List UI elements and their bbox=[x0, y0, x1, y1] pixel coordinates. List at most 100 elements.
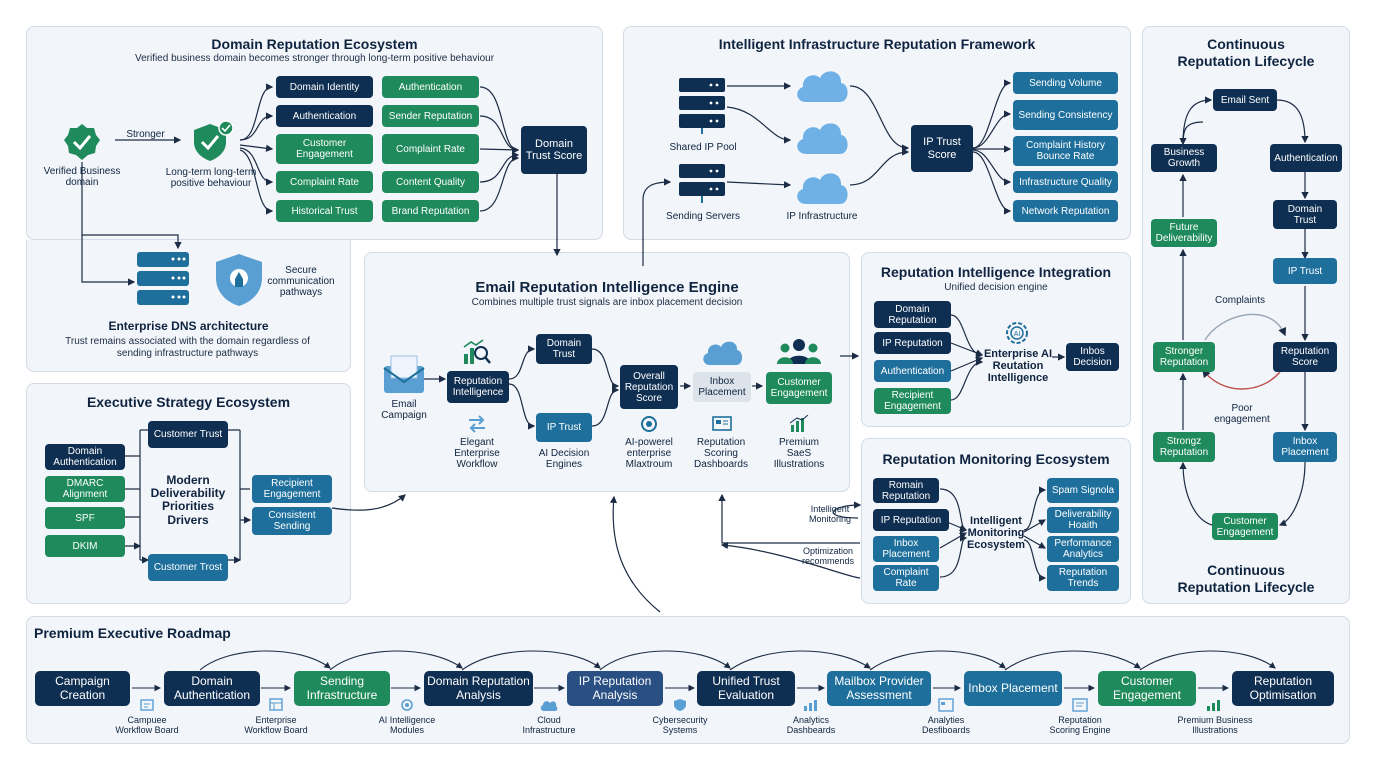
mon-inbox-placement-node[interactable]: Inbox Placement bbox=[873, 536, 939, 562]
domain-eco-subtitle: Verified business domain becomes stronge… bbox=[134, 53, 495, 64]
engine-ip-trust-node[interactable]: IP Trust bbox=[536, 413, 592, 442]
mon-deliverability-node[interactable]: Deliverability Hoaith bbox=[1047, 507, 1119, 533]
secure-label: Secure communication pathways bbox=[267, 265, 335, 298]
lifecycle-title-text: Continuous Reputation Lifecycle bbox=[1177, 36, 1315, 69]
mon-performance-node[interactable]: Performance Analytics bbox=[1047, 536, 1119, 562]
historical-trust-node[interactable]: Historical Trust bbox=[276, 200, 373, 222]
exec-dmarc-node[interactable]: DMARC Alignment bbox=[45, 476, 125, 502]
brand-reputation-node[interactable]: Brand Reputation bbox=[382, 200, 479, 222]
engine-subtitle: Combines multiple trust signals are inbo… bbox=[471, 297, 743, 308]
ai-module-icon bbox=[401, 699, 413, 711]
authentication-right-node[interactable]: Authentication bbox=[382, 76, 479, 98]
longterm-label: Long-term long-term positive behaviour bbox=[165, 167, 257, 189]
ai-chip-icon bbox=[641, 416, 657, 432]
rm-step-mailbox-provider-assessment[interactable]: Mailbox Provider Assessment bbox=[827, 671, 931, 706]
complaint-rate-node[interactable]: Complaint Rate bbox=[276, 171, 373, 193]
customer-engagement-node[interactable]: Customer Engagement bbox=[276, 134, 373, 164]
lc-reputation-score[interactable]: Reputation Score bbox=[1273, 342, 1337, 372]
lc-domain-trust[interactable]: Domain Trust bbox=[1273, 200, 1337, 229]
workflow-arrows-icon bbox=[469, 415, 485, 433]
rm-step-reputation-optimisation[interactable]: Reputation Optimisation bbox=[1232, 671, 1334, 706]
engine-domain-trust-node[interactable]: Domain Trust bbox=[536, 334, 592, 364]
content-quality-node[interactable]: Content Quality bbox=[382, 171, 479, 193]
inbos-decision-node[interactable]: Inbos Decision bbox=[1066, 343, 1119, 371]
enterprise-board-icon bbox=[269, 698, 283, 711]
int-recipient-engagement-node[interactable]: Recipient Engagement bbox=[874, 388, 951, 414]
mon-romain-reputation-node[interactable]: Romain Reputation bbox=[873, 478, 939, 503]
domain-trust-score-node[interactable]: Domain Trust Score bbox=[521, 126, 587, 174]
analytics-icon bbox=[804, 700, 817, 711]
mon-trends-node[interactable]: Reputation Trends bbox=[1047, 565, 1119, 591]
reputation-intelligence-node[interactable]: Reputation Intelligence bbox=[447, 371, 509, 403]
rm-caption-1: Campuee Workflow Board bbox=[115, 715, 179, 735]
lc-inbox-placement[interactable]: Inbox Placement bbox=[1273, 432, 1337, 462]
lc-email-sent[interactable]: Email Sent bbox=[1213, 89, 1277, 111]
lc-strongz-reputation[interactable]: Strongz Reputation bbox=[1153, 432, 1215, 462]
rm-caption-5: Cybersecurity Systems bbox=[652, 715, 708, 735]
dashboard-small-icon bbox=[938, 698, 954, 712]
infrastructure-quality-node[interactable]: Infrastructure Quality bbox=[1013, 171, 1118, 193]
inbox-placement-node[interactable]: Inbox Placement bbox=[693, 372, 751, 402]
exec-center-label: Modern Deliverability Priorities Drivers bbox=[150, 473, 226, 527]
engine-cap3: AI-powerel enterprise Mlaxtroum bbox=[625, 437, 673, 470]
rm-caption-6: Analytics Dashbeards bbox=[786, 715, 836, 735]
rm-step-inbox-placement[interactable]: Inbox Placement bbox=[964, 671, 1062, 706]
shared-ip-pool-label: Shared IP Pool bbox=[669, 142, 737, 153]
rm-step-domain-authentication[interactable]: Domain Authentication bbox=[164, 671, 260, 706]
authentication-node[interactable]: Authentication bbox=[276, 105, 373, 127]
ip-infrastructure-label: IP Infrastructure bbox=[786, 211, 858, 222]
rm-step-unified-trust-evaluation[interactable]: Unified Trust Evaluation bbox=[697, 671, 795, 706]
lc-ip-trust[interactable]: IP Trust bbox=[1273, 258, 1337, 284]
scoring-engine-icon bbox=[1072, 698, 1088, 712]
rm-step-ip-reputation-analysis[interactable]: IP Reputation Analysis bbox=[567, 671, 663, 706]
int-domain-reputation-node[interactable]: Domain Reputation bbox=[874, 301, 951, 328]
rm-step-customer-engagement[interactable]: Customer Engagement bbox=[1098, 671, 1196, 706]
exec-customer-trust-node[interactable]: Customer Trust bbox=[148, 421, 228, 448]
lc-future-deliverability[interactable]: Future Deliverability bbox=[1151, 219, 1217, 247]
rm-caption-4: Cloud Infrastructure bbox=[522, 715, 576, 735]
sender-reputation-node[interactable]: Sender Reputation bbox=[382, 105, 479, 127]
complaint-history-node[interactable]: Complaint History Bounce Rate bbox=[1013, 136, 1118, 166]
mon-ip-reputation-node[interactable]: IP Reputation bbox=[873, 509, 949, 531]
sending-consistency-node[interactable]: Sending Consistency bbox=[1013, 100, 1118, 130]
verified-badge-icon bbox=[64, 124, 100, 160]
secure-lock-icon bbox=[216, 254, 262, 306]
exec-spf-node[interactable]: SPF bbox=[45, 507, 125, 529]
rm-caption-2: Enterprise Workflow Board bbox=[244, 715, 308, 735]
shield-check-icon bbox=[194, 120, 234, 161]
rm-step-domain-reputation-analysis[interactable]: Domain Reputation Analysis bbox=[424, 671, 533, 706]
lc-complaints-label: Complaints bbox=[1214, 295, 1266, 306]
rm-step-campaign-creation[interactable]: Campaign Creation bbox=[35, 671, 130, 706]
exec-customer-trost-node[interactable]: Customer Trost bbox=[148, 554, 228, 581]
domain-identity-node[interactable]: Domain Identity bbox=[276, 76, 373, 98]
network-reputation-node[interactable]: Network Reputation bbox=[1013, 200, 1118, 222]
mon-intelligent-label: Intelligent Monitoring bbox=[808, 504, 852, 524]
exec-domain-auth-node[interactable]: Domain Authentication bbox=[45, 444, 125, 470]
int-ip-reputation-node[interactable]: IP Reputation bbox=[874, 332, 951, 354]
mon-spam-signola-node[interactable]: Spam Signola bbox=[1047, 478, 1119, 503]
lc-authentication[interactable]: Authentication bbox=[1270, 144, 1342, 172]
complaint-rate-right-node[interactable]: Complaint Rate bbox=[382, 134, 479, 164]
integration-subtitle: Unified decision engine bbox=[944, 282, 1048, 293]
mon-optimization-label: Optimization recommends bbox=[801, 546, 855, 566]
lc-customer-engagement[interactable]: Customer Engagement bbox=[1212, 513, 1278, 540]
infra-title: Intelligent Infrastructure Reputation Fr… bbox=[718, 36, 1036, 52]
lc-stronger-reputation[interactable]: Stronger Reputation bbox=[1153, 342, 1215, 372]
exec-consistent-sending-node[interactable]: Consistent Sending bbox=[252, 507, 332, 535]
engine-cap1: Elegant Enterprise Workflow bbox=[454, 437, 500, 470]
exec-recipient-engagement-node[interactable]: Recipient Engagement bbox=[252, 475, 332, 503]
exec-dkim-node[interactable]: DKIM bbox=[45, 535, 125, 557]
cloud-small-icon bbox=[540, 701, 558, 711]
sending-volume-node[interactable]: Sending Volume bbox=[1013, 72, 1118, 94]
ip-trust-score-node[interactable]: IP Trust Score bbox=[911, 125, 973, 172]
email-envelope-icon bbox=[383, 355, 425, 393]
overall-reputation-score-node[interactable]: Overall Reputation Score bbox=[620, 365, 678, 409]
server-stack-icon bbox=[137, 252, 189, 305]
lc-business-growth[interactable]: Business Growth bbox=[1151, 144, 1217, 172]
mon-complaint-rate-node[interactable]: Complaint Rate bbox=[873, 565, 939, 591]
engine-customer-engagement-node[interactable]: Customer Engagement bbox=[766, 372, 832, 404]
sending-servers-icon bbox=[679, 164, 725, 203]
users-group-icon bbox=[777, 339, 821, 364]
rm-step-sending-infrastructure[interactable]: Sending Infrastructure bbox=[294, 671, 390, 706]
int-authentication-node[interactable]: Authentication bbox=[874, 360, 951, 382]
